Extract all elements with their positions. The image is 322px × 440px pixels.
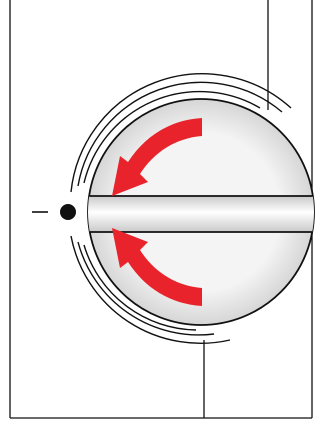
lower-arrow-body bbox=[112, 228, 202, 306]
motion-arc-mid-bottom bbox=[77, 241, 215, 336]
motion-arc-mid-top bbox=[77, 81, 283, 187]
frame bbox=[9, 0, 313, 419]
reference-marker bbox=[32, 204, 76, 220]
motion-arc-outer-top bbox=[70, 73, 292, 193]
lower-rotation-arrow bbox=[112, 228, 202, 306]
upper-arrow-body bbox=[112, 118, 202, 196]
motion-arc-outer-bottom bbox=[70, 235, 231, 344]
motion-arc-inner-top bbox=[83, 90, 261, 184]
dot-marker-icon bbox=[60, 204, 76, 220]
motion-arc-inner-bottom bbox=[83, 244, 197, 331]
upper-rotation-arrow bbox=[112, 118, 202, 196]
screw-slot bbox=[88, 195, 314, 233]
